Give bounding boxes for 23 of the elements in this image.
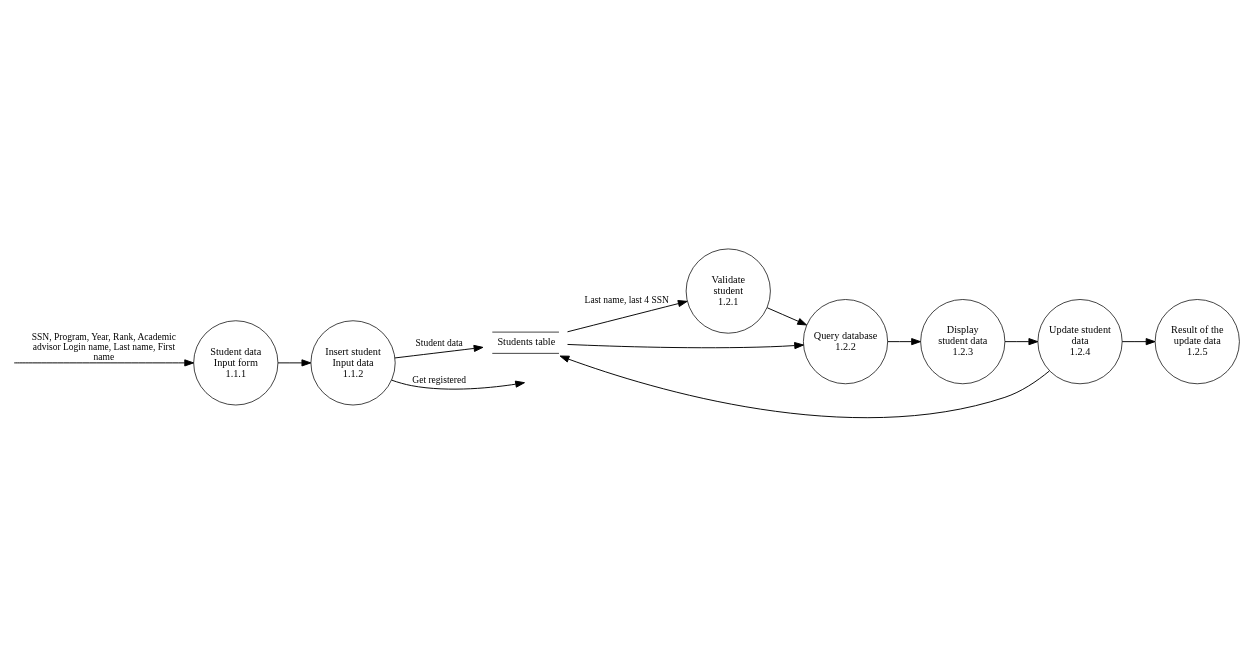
node-text: Students table [497,335,556,347]
arrow [277,358,312,366]
edge-label: SSN, Program, Year, Rank, Academic advisor Login name, Last name, First name [31,331,176,362]
node-circle: Insert student Input data 1.1.2 [310,319,396,405]
arrow [391,379,525,390]
arrow [567,341,804,349]
arrow [394,344,484,358]
arrow [1004,337,1039,345]
arrow [1121,337,1156,345]
node-circle: Update student data 1.2.4 [1037,298,1123,384]
arrow [887,337,921,345]
edge-label: Student data [415,337,463,348]
edge-label: Last name, last 4 SSN [584,294,669,305]
node-circle: Query database 1.2.2 [803,298,888,384]
arrow [766,306,808,325]
node-circle: Student data Input form 1.1.1 [193,319,279,405]
node-circle: Result of the update data 1.2.5 [1154,298,1240,384]
arrow [567,299,688,332]
node-circle: Display student data 1.2.3 [920,298,1006,384]
arrow [559,355,1050,418]
edge-label: Get registered [412,374,466,385]
node-circle: Validate student 1.2.1 [685,248,771,334]
arrow [13,358,195,366]
